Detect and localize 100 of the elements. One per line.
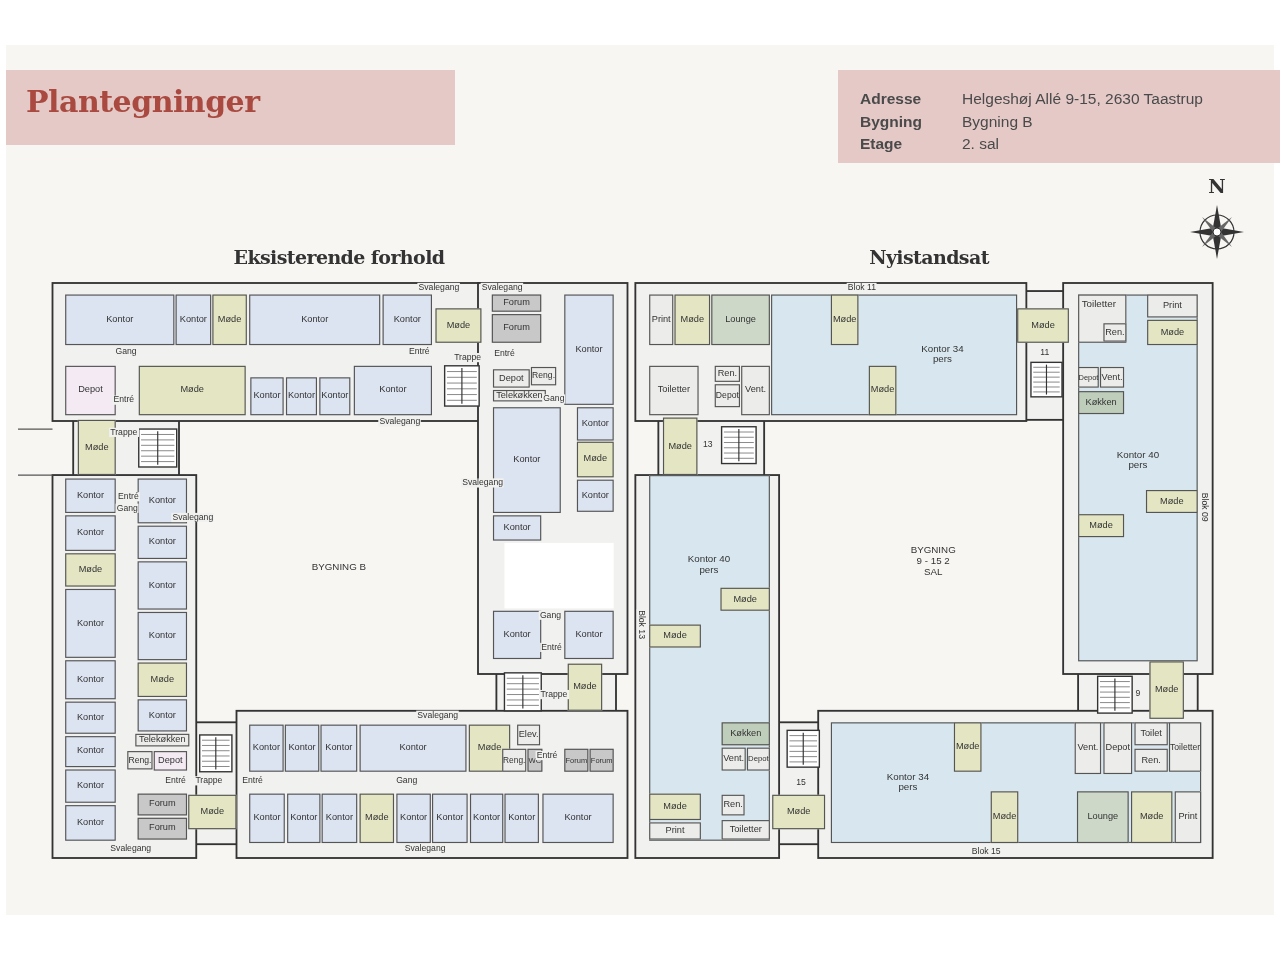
room bbox=[1134, 722, 1168, 746]
room bbox=[771, 294, 1018, 416]
info-value: Helgeshøj Allé 9-15, 2630 Taastrup bbox=[962, 90, 1203, 108]
info-label: Adresse bbox=[860, 90, 922, 108]
room-label: Depot bbox=[715, 391, 739, 401]
room-label: Vent. bbox=[745, 385, 766, 396]
room bbox=[492, 369, 530, 388]
room-label: Forum bbox=[503, 323, 530, 334]
room-label: Ren. bbox=[717, 369, 738, 379]
room-label: Kontor 40 pers bbox=[1115, 449, 1161, 471]
room-label: Kontor bbox=[287, 391, 315, 402]
room-label: Ren. bbox=[1105, 327, 1125, 338]
room-label: Kontor bbox=[436, 813, 464, 824]
room-label: Møde bbox=[663, 631, 687, 641]
room-label: Møde bbox=[870, 385, 895, 396]
room bbox=[567, 663, 603, 711]
room bbox=[137, 662, 188, 697]
room bbox=[319, 377, 351, 416]
room-label: Kontor bbox=[575, 344, 603, 355]
room-label: Print bbox=[651, 314, 671, 325]
room-label: Elev. bbox=[518, 730, 539, 740]
room-label: Forum bbox=[149, 823, 176, 834]
room bbox=[504, 793, 539, 844]
room bbox=[649, 793, 701, 821]
plan-label: Gang bbox=[542, 394, 566, 404]
room bbox=[135, 733, 190, 747]
room-label: Møde bbox=[663, 802, 687, 812]
room bbox=[137, 793, 188, 816]
room-label: Ren. bbox=[1141, 755, 1161, 766]
room bbox=[564, 748, 589, 772]
room bbox=[492, 610, 542, 660]
room bbox=[1078, 514, 1125, 538]
plan-label: Svalegang bbox=[461, 478, 505, 488]
room-label: Reng. bbox=[128, 755, 152, 765]
room-label: Kontor bbox=[76, 818, 104, 828]
plan-label: 13 bbox=[701, 440, 714, 450]
room bbox=[359, 724, 467, 772]
plan-label: Entré bbox=[540, 642, 564, 653]
room-label: Køkken bbox=[730, 728, 762, 739]
room bbox=[502, 748, 527, 772]
room-label: Toiletter bbox=[729, 825, 762, 835]
room bbox=[127, 751, 153, 770]
room bbox=[188, 794, 237, 830]
room bbox=[830, 294, 859, 346]
page-title: Plantegninger bbox=[26, 84, 260, 119]
plan-label: Entré bbox=[407, 347, 431, 357]
room bbox=[320, 724, 358, 772]
room-label: Kontor bbox=[564, 813, 592, 824]
room bbox=[662, 417, 698, 476]
room bbox=[674, 294, 711, 346]
room bbox=[1147, 294, 1198, 318]
room bbox=[721, 722, 770, 746]
room bbox=[65, 588, 116, 658]
room-label: Møde bbox=[733, 594, 757, 605]
room bbox=[1099, 366, 1125, 388]
block-label: Blok 09 bbox=[1199, 491, 1210, 523]
room-label: Møde bbox=[477, 743, 502, 753]
room bbox=[249, 793, 285, 844]
room-label: Kontor bbox=[253, 391, 281, 402]
room bbox=[435, 308, 482, 343]
info-value: 2. sal bbox=[962, 135, 1000, 153]
room bbox=[649, 294, 674, 346]
room bbox=[714, 384, 740, 408]
room-label: Kontor bbox=[253, 813, 281, 824]
info-value: Bygning B bbox=[962, 113, 1033, 131]
room-label: Møde bbox=[1160, 496, 1184, 507]
room bbox=[353, 365, 432, 416]
room bbox=[1147, 319, 1198, 346]
plan-label: Gang bbox=[115, 503, 139, 514]
room bbox=[714, 365, 740, 382]
room bbox=[137, 561, 188, 610]
room-label: Kontor bbox=[106, 314, 134, 325]
info-label: Bygning bbox=[860, 113, 922, 131]
room-label: Kontor bbox=[76, 746, 104, 757]
room-label: Kontor bbox=[581, 419, 609, 429]
room-label: Reng. bbox=[503, 755, 526, 765]
plan-label: Trappe bbox=[194, 776, 224, 786]
room bbox=[564, 294, 614, 405]
plan-heading: Nyistandsat bbox=[869, 246, 989, 268]
room bbox=[542, 793, 614, 844]
room-label: Print bbox=[1162, 301, 1182, 311]
room bbox=[1174, 791, 1202, 844]
room bbox=[741, 365, 770, 416]
room-label: Depot bbox=[78, 385, 103, 396]
room bbox=[517, 724, 541, 746]
room bbox=[1168, 722, 1202, 772]
building-label: BYGNING 9 - 15 2 SAL bbox=[909, 545, 957, 578]
room-label: Køkken bbox=[1085, 397, 1117, 408]
plan-label: Entré bbox=[112, 395, 136, 406]
room bbox=[137, 699, 188, 732]
room-label: Møde bbox=[85, 442, 109, 453]
room-label: Kontor bbox=[148, 710, 176, 721]
plan-label: Svalegang bbox=[480, 282, 524, 293]
room bbox=[65, 365, 116, 416]
room bbox=[65, 736, 116, 768]
room-label: Møde bbox=[1154, 685, 1179, 695]
room-label: Møde bbox=[180, 385, 204, 396]
room-label: Kontor bbox=[148, 631, 176, 641]
room bbox=[432, 793, 468, 844]
room bbox=[649, 365, 699, 416]
